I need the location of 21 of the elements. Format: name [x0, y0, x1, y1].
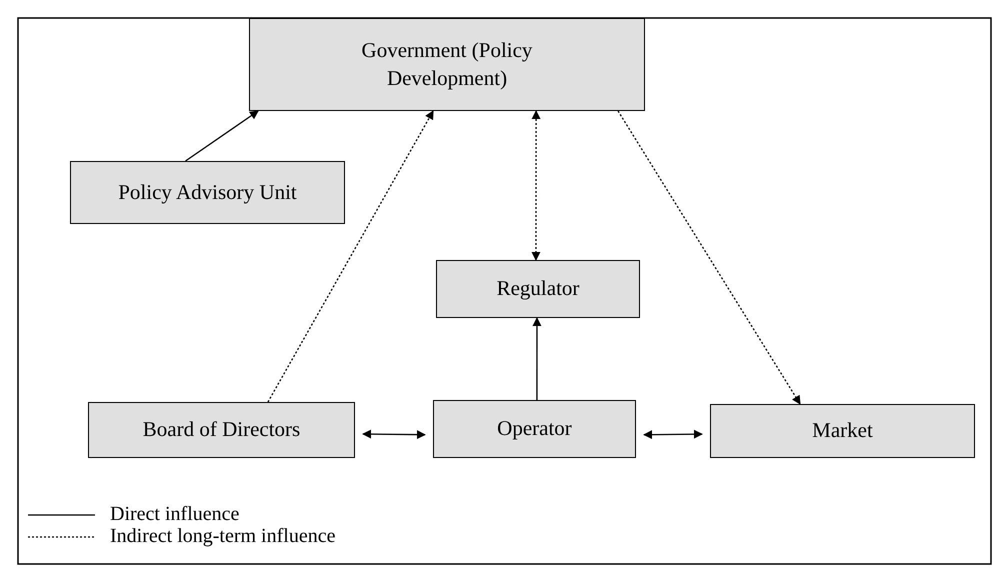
- node-label: Policy Advisory Unit: [118, 178, 297, 206]
- process-box: [88, 402, 355, 458]
- process-box: [436, 260, 640, 318]
- process-box: [433, 400, 636, 458]
- legend-label: Indirect long-term influence: [110, 525, 336, 548]
- process-box: [710, 404, 975, 458]
- legend-label: Direct influence: [110, 503, 240, 526]
- arrow: [185, 110, 259, 162]
- arrow: [531, 110, 541, 261]
- process-box: [70, 161, 345, 224]
- arrow: [267, 110, 434, 402]
- arrow: [643, 430, 703, 440]
- node-label: Regulator: [496, 275, 580, 302]
- node-label: Market: [812, 417, 873, 444]
- arrow: [618, 110, 801, 405]
- node-label: Board of Directors: [142, 416, 300, 444]
- arrow: [532, 317, 542, 400]
- node-label: Operator: [497, 415, 572, 442]
- node-label: Government (Policy Development): [360, 37, 534, 92]
- arrow: [362, 430, 426, 440]
- process-box: [249, 18, 645, 111]
